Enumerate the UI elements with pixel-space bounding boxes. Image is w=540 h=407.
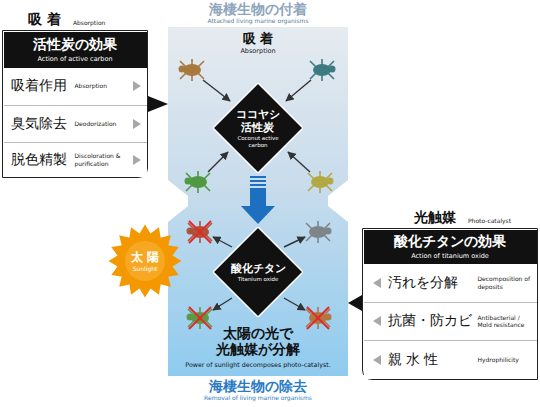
process-note: Power of sunlight decomposes photo-catal… xyxy=(185,361,330,368)
effect-panel: 吸 着 Absorption 活性炭の効果 Action of active carb… xyxy=(2,4,148,178)
effect-panel: 光触媒 Photo-catalyst 酸化チタンの効果 Action of titan… xyxy=(362,206,538,380)
node-text: 吸着作用 xyxy=(11,77,75,95)
label-slot: Absorption xyxy=(168,47,348,55)
node-text: Coconut active carbon xyxy=(233,135,283,148)
node-text: 親 水 性 xyxy=(388,351,478,369)
pointer-wedge xyxy=(348,295,362,311)
sun-core xyxy=(125,241,165,281)
node-text: Sunlight xyxy=(133,265,158,272)
effect-row: 抗菌・防カビAntibacterial / Mold resistance xyxy=(364,302,537,340)
node-text: ココヤシ 活性炭 xyxy=(234,108,281,134)
effect-row: 吸着作用Absorption xyxy=(4,68,147,105)
node-text: Absorption xyxy=(73,20,105,26)
row-marker-shape xyxy=(373,278,381,288)
node-text: 酸化チタンの効果 xyxy=(394,233,506,249)
node-text: 太 陽 xyxy=(131,250,159,264)
cross-marks xyxy=(189,221,329,329)
diamond-outline xyxy=(213,227,303,317)
node-text: Titanium oxide xyxy=(233,276,283,282)
row-marker-shape xyxy=(133,119,141,129)
node-text: 海棲生物の付着 xyxy=(209,1,307,17)
row-marker xyxy=(373,278,381,288)
row-marker xyxy=(133,81,141,91)
attached-organisms xyxy=(179,59,336,193)
effect-row: 親 水 性Hydrophilicity xyxy=(364,340,537,379)
step-label: 吸 着 xyxy=(243,30,274,48)
panel-heading: 光触媒 Photo-catalyst xyxy=(362,206,538,228)
node-text: 光触媒 xyxy=(414,210,456,224)
process-note: 太陽の光で 光触媒が分解 xyxy=(215,325,300,357)
node-text: Attached living marine organisms xyxy=(207,17,308,24)
node-text: Action of active carbon xyxy=(37,55,112,63)
row-marker xyxy=(373,355,381,365)
node-text: 海棲生物の除去 xyxy=(209,378,307,394)
effect-row: 脱色精製Discoloration & purification xyxy=(4,142,147,177)
material-diamond: 酸化チタンTitanium oxide xyxy=(213,227,303,317)
row-marker xyxy=(133,155,141,165)
node-text: 抗菌・防カビ xyxy=(388,312,478,330)
label-slot: 太陽の光で 光触媒が分解 xyxy=(168,325,348,357)
sun-disc xyxy=(118,234,172,288)
node-text: Photo-catalyst xyxy=(468,218,511,224)
node-text: Antibacterial / Mold resistance xyxy=(478,314,532,328)
node-text: Removal of living marine organisms xyxy=(204,394,312,401)
material-diamond: ココヤシ 活性炭Coconut active carbon xyxy=(213,83,303,173)
process-band: 海棲生物の付着Attached living marine organisms海… xyxy=(168,0,348,407)
panel-header: 活性炭の効果 Action of active carbon xyxy=(4,32,147,68)
removed-organisms xyxy=(187,221,332,329)
node-text: 酸化チタン xyxy=(231,262,286,275)
node-text: Discoloration & purification xyxy=(75,152,125,166)
node-text: 吸 着 xyxy=(28,12,61,26)
band-shape xyxy=(168,27,348,376)
node-text: 汚れを分解 xyxy=(388,274,478,292)
effect-row: 臭気除去Deodorization xyxy=(4,105,147,142)
panel-heading: 吸 着 Absorption xyxy=(2,4,148,30)
panel-header: 酸化チタンの効果 Action of titanium oxide xyxy=(364,230,537,264)
node-text: 活性炭の効果 xyxy=(33,36,117,52)
row-marker xyxy=(133,119,141,129)
sun-burst: 太 陽Sunlight xyxy=(108,224,182,298)
node-text: Decomposition of deposits xyxy=(478,275,532,289)
row-marker-shape xyxy=(133,81,141,91)
band-heading: 海棲生物の付着Attached living marine organisms xyxy=(168,1,348,24)
flow-arrow xyxy=(241,176,275,224)
step-label: Absorption xyxy=(240,47,275,55)
pointer-wedge xyxy=(148,96,168,112)
diamond-outline xyxy=(213,83,303,173)
node-text: Absorption xyxy=(75,82,125,89)
label-slot: Power of sunlight decomposes photo-catal… xyxy=(168,361,348,368)
node-text: 脱色精製 xyxy=(11,151,75,169)
label-slot: 吸 着 xyxy=(168,30,348,48)
row-marker xyxy=(373,316,381,326)
effect-row: 汚れを分解Decomposition of deposits xyxy=(364,264,537,302)
node-text: Deodorization xyxy=(75,120,125,127)
band-footer: 海棲生物の除去Removal of living marine organism… xyxy=(168,378,348,401)
node-text: Hydrophilicity xyxy=(478,356,532,363)
row-marker-shape xyxy=(373,355,381,365)
node-text: Action of titanium oxide xyxy=(411,252,489,260)
row-marker-shape xyxy=(133,155,141,165)
row-marker-shape xyxy=(373,316,381,326)
node-text: 臭気除去 xyxy=(11,115,75,133)
attach-arrows xyxy=(203,80,311,172)
